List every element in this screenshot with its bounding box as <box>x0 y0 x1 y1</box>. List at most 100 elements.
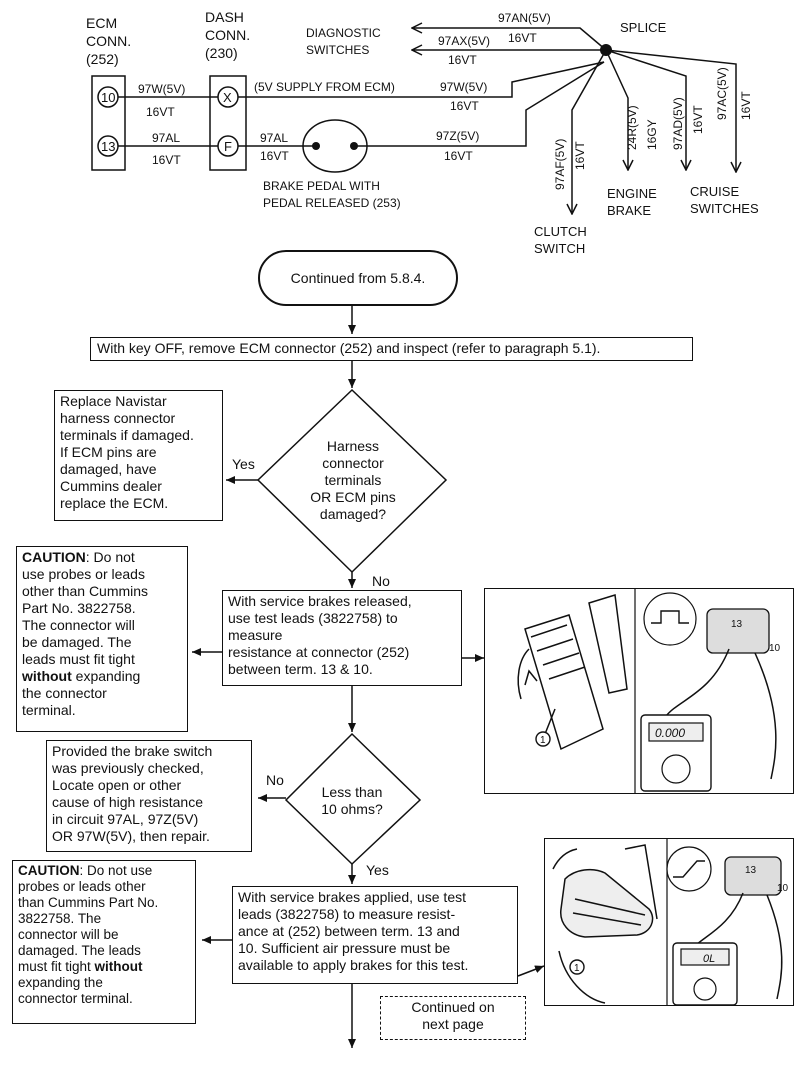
label-16vt-h: 16VT <box>573 141 587 170</box>
continued-line: Continued on <box>411 999 495 1015</box>
step1-box: With key OFF, remove ECM connector (252)… <box>90 337 693 361</box>
label-97w-ecm: 97W(5V) <box>138 82 185 96</box>
label-97z: 97Z(5V) <box>436 129 479 143</box>
meter-readout-1: 0.000 <box>655 726 685 740</box>
decision2-text: Less than 10 ohms? <box>300 784 404 818</box>
ecm-conn-line3: (252) <box>86 51 119 67</box>
caution2-line: 3822758. The <box>18 911 102 926</box>
caution1-line: : Do not <box>85 549 135 565</box>
label-97ax: 97AX(5V) <box>438 34 490 48</box>
provided-line: in circuit 97AL, 97Z(5V) <box>52 811 199 827</box>
label-24r: 24R(5V) <box>625 105 639 150</box>
replace-line: terminals if damaged. <box>60 427 194 443</box>
meter-readout-2: 0L <box>703 953 715 965</box>
caution1-line: leads must fit tight <box>22 651 135 667</box>
caution2-tail: expanding the <box>18 975 103 990</box>
step3-line: available to apply brakes for this test. <box>238 957 469 973</box>
pin-10-label: 10 <box>769 643 781 654</box>
replace-line: damaged, have <box>60 461 157 477</box>
replace-line: If ECM pins are <box>60 444 157 460</box>
wire-97af <box>572 49 607 214</box>
splice-label: SPLICE <box>620 20 667 35</box>
caution1-line: use probes or leads <box>22 566 145 582</box>
replace-line: replace the ECM. <box>60 495 169 511</box>
step3-line: ance at (252) between term. 13 and <box>238 923 460 939</box>
provided-line: Provided the brake switch <box>52 743 213 759</box>
decision1-line: OR ECM pins <box>310 489 396 505</box>
label-16vt-g: 16VT <box>448 53 477 67</box>
wire-97ad <box>605 49 686 170</box>
diagnostic-line2: SWITCHES <box>306 43 369 57</box>
engine-brake-line2: BRAKE <box>607 203 651 218</box>
caution1-box: CAUTION: Do not use probes or leads othe… <box>16 546 188 732</box>
ecm-pin-10-label: 10 <box>101 90 115 105</box>
caution2-line: than Cummins Part No. <box>18 895 159 910</box>
label-16vt-b: 16VT <box>152 153 181 167</box>
caution2-line: damaged. The leads <box>18 943 141 958</box>
label-16vt-i: 16VT <box>691 105 705 134</box>
yes1-label: Yes <box>232 456 255 472</box>
continued-box: Continued on next page <box>380 996 526 1040</box>
caution1-line: other than Cummins <box>22 583 149 599</box>
step2-line: With service brakes released, <box>228 593 412 609</box>
step2-box: With service brakes released, use test l… <box>222 590 462 686</box>
ecm-conn-line2: CONN. <box>86 33 131 49</box>
step3-line: 10. Sufficient air pressure must be <box>238 940 451 956</box>
dash-connector <box>209 75 247 171</box>
step2-line: resistance at connector (252) <box>228 644 410 660</box>
caution2-box: CAUTION: Do not use probes or leads othe… <box>12 860 196 1024</box>
provided-line: was previously checked, <box>52 760 204 776</box>
caution2-bold: without <box>90 959 143 974</box>
caution2-line: must fit tight <box>18 959 91 974</box>
decision1-line: damaged? <box>319 506 387 522</box>
label-97ac: 97AC(5V) <box>715 67 729 120</box>
wire-97z <box>354 61 605 147</box>
cruise-line1: CRUISE <box>690 184 739 199</box>
continued-line: next page <box>422 1016 484 1032</box>
provided-box: Provided the brake switch was previously… <box>46 740 252 852</box>
replace-line: Cummins dealer <box>60 478 162 494</box>
label-16vt-j: 16VT <box>739 91 753 120</box>
provided-line: OR 97W(5V), then repair. <box>52 828 210 844</box>
label-97al-dash: 97AL <box>260 131 288 145</box>
label-97w-dash: 97W(5V) <box>440 80 487 94</box>
wire-24r <box>605 49 628 170</box>
replace-line: harness connector <box>60 410 176 426</box>
caution1-bold: without <box>22 668 72 684</box>
no1-label: No <box>372 573 390 589</box>
dash-pin-x-label: X <box>223 90 232 105</box>
brake-applied-illustration: 1 13 10 0L <box>544 838 794 1006</box>
caution2-tail: connector terminal. <box>18 991 133 1006</box>
decision1-line: connector <box>322 455 384 471</box>
ecm-pin-13-label: 13 <box>101 139 115 154</box>
step3-line: With service brakes applied, use test <box>238 889 466 905</box>
dash-conn-line1: DASH <box>205 9 244 25</box>
label-16vt-a: 16VT <box>146 105 175 119</box>
label-97ad: 97AD(5V) <box>671 97 685 150</box>
brake-pedal-line2: PEDAL RELEASED (253) <box>263 196 401 210</box>
start-label: Continued from 5.8.4. <box>290 270 426 286</box>
label-supply: (5V SUPPLY FROM ECM) <box>254 80 395 94</box>
step2-line: measure <box>228 627 283 643</box>
brake-released-illustration: 1 13 10 0.000 <box>484 588 794 794</box>
label-16vt-c: 16VT <box>450 99 479 113</box>
caution1-line: be damaged. The <box>22 634 132 650</box>
wire-97ac <box>605 49 736 172</box>
decision2-line: Less than <box>321 784 383 800</box>
caution1-tail: expanding <box>71 668 141 684</box>
label-16vt-f: 16VT <box>508 31 537 45</box>
label-16vt-d: 16VT <box>260 149 289 163</box>
callout-1b: 1 <box>574 963 580 974</box>
pin-10-label-b: 10 <box>777 883 789 894</box>
ecm-conn-line1: ECM <box>86 15 117 31</box>
label-97af: 97AF(5V) <box>553 139 567 190</box>
caution2-line: : Do not use <box>79 863 153 878</box>
step1-text: With key OFF, remove ECM connector (252)… <box>97 340 601 356</box>
label-16vt-e: 16VT <box>444 149 473 163</box>
cruise-line2: SWITCHES <box>690 201 759 216</box>
callout-1: 1 <box>540 735 546 746</box>
decision1-text: Harness connector terminals OR ECM pins … <box>288 438 418 523</box>
caution2-line: connector will be <box>18 927 119 942</box>
pin-13-label: 13 <box>731 619 743 630</box>
